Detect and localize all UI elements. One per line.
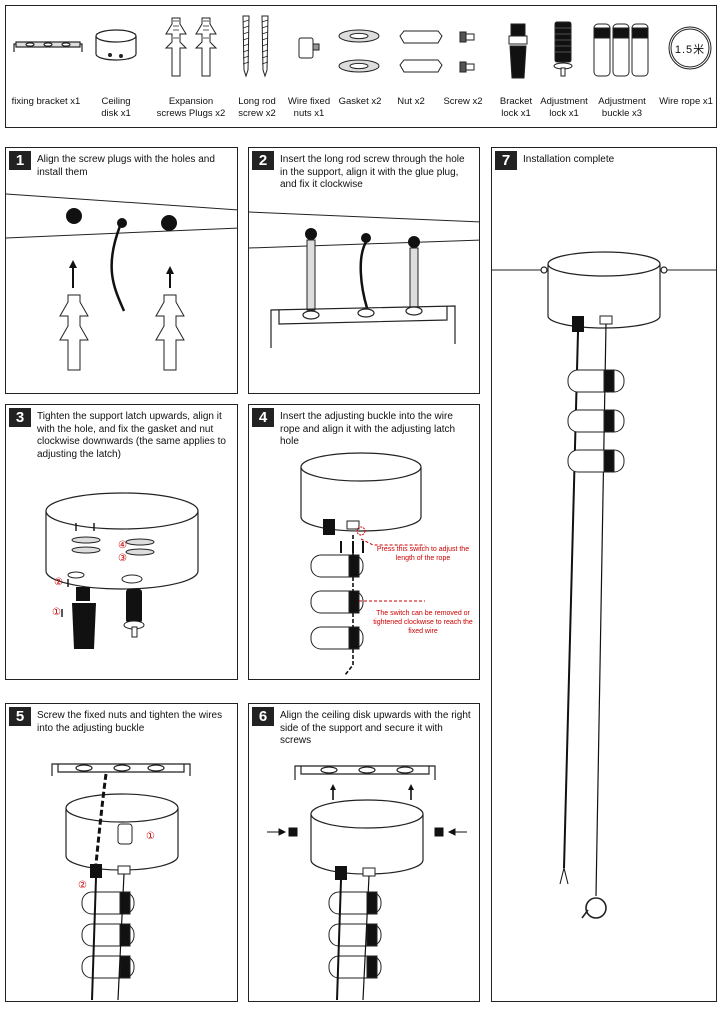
gasket-icon xyxy=(338,29,380,73)
step-instruction: Insert the adjusting buckle into the wir… xyxy=(280,411,456,447)
part-label-fixing-bracket: fixing bracket x1 xyxy=(11,96,81,107)
nut-icon xyxy=(399,30,443,73)
step-3-panel: 3 Tighten the support latch upwards, ali… xyxy=(5,404,238,680)
wire-rope-icon xyxy=(668,26,712,70)
step-5-illustration xyxy=(51,763,191,1001)
wire-rope-length-label: 1.5米 xyxy=(674,44,706,56)
step-1-illustration xyxy=(6,193,237,371)
step-7-panel: 7 Installation complete xyxy=(491,147,717,1002)
step-3-marker-2: ② xyxy=(54,577,63,588)
step-3-marker-3: ③ xyxy=(118,553,127,564)
bracket-lock-icon xyxy=(508,23,528,79)
long-rod-screw-icon xyxy=(242,15,269,78)
step-3-marker-4: ④ xyxy=(118,540,127,551)
step-6-panel: 6 Align the ceiling disk upwards with th… xyxy=(248,703,480,1002)
step-number-badge: 5 xyxy=(9,707,31,726)
ceiling-disk-icon xyxy=(95,29,137,61)
step-number-badge: 7 xyxy=(495,151,517,170)
parts-illustrations xyxy=(13,15,712,79)
step-5-marker-1: ① xyxy=(146,831,155,842)
step-5-marker-2: ② xyxy=(78,880,87,891)
fixing-bracket-icon xyxy=(13,41,83,52)
part-label-gasket: Gasket x2 xyxy=(338,96,382,107)
expansion-plug-icon xyxy=(164,17,218,77)
step-3-marker-1: ① xyxy=(52,607,61,618)
step-1-panel: 1 Align the screw plugs with the holes a… xyxy=(5,147,238,394)
part-label-nut: Nut x2 xyxy=(397,96,425,107)
step-instruction: Align the screw plugs with the holes and… xyxy=(37,154,215,178)
step-5-panel: 5 Screw the fixed nuts and tighten the w… xyxy=(5,703,238,1002)
step-7-illustration xyxy=(492,251,716,919)
step-number-badge: 6 xyxy=(252,707,274,726)
step-instruction: Align the ceiling disk upwards with the … xyxy=(280,710,471,746)
step-4-panel: 4 Insert the adjusting buckle into the w… xyxy=(248,404,480,680)
step-4-note-press-line2: length of the rope xyxy=(396,555,451,562)
step-4-note-remove-line3: fixed wire xyxy=(408,628,438,635)
step-instruction: Tighten the support latch upwards, align… xyxy=(37,411,226,460)
step-3-illustration xyxy=(45,492,199,649)
step-4-illustration: Press this switch to adjust the length o… xyxy=(300,452,473,676)
adjustment-buckle-icon xyxy=(593,23,649,77)
step-2-illustration xyxy=(249,211,479,348)
screw-icon xyxy=(459,31,475,73)
adjustment-lock-icon xyxy=(553,21,573,77)
wire-fixed-nut-icon xyxy=(298,37,320,59)
step-number-badge: 1 xyxy=(9,151,31,170)
step-instruction: Insert the long rod screw through the ho… xyxy=(280,154,465,190)
step-4-note-remove-line2: tightened clockwise to reach the xyxy=(373,619,473,626)
step-instruction: Installation complete xyxy=(523,154,615,165)
step-4-note-press-line1: Press this switch to adjust the xyxy=(377,546,469,553)
step-number-badge: 3 xyxy=(9,408,31,427)
part-label-screw: Screw x2 xyxy=(443,96,483,107)
step-instruction: Screw the fixed nuts and tighten the wir… xyxy=(37,710,223,734)
part-label-wire-rope: Wire rope x1 xyxy=(659,96,713,107)
step-number-badge: 4 xyxy=(252,408,274,427)
step-number-badge: 2 xyxy=(252,151,274,170)
step-4-note-remove-line1: The switch can be removed or xyxy=(376,610,470,617)
step-6-illustration xyxy=(267,765,467,1001)
step-2-panel: 2 Insert the long rod screw through the … xyxy=(248,147,480,394)
